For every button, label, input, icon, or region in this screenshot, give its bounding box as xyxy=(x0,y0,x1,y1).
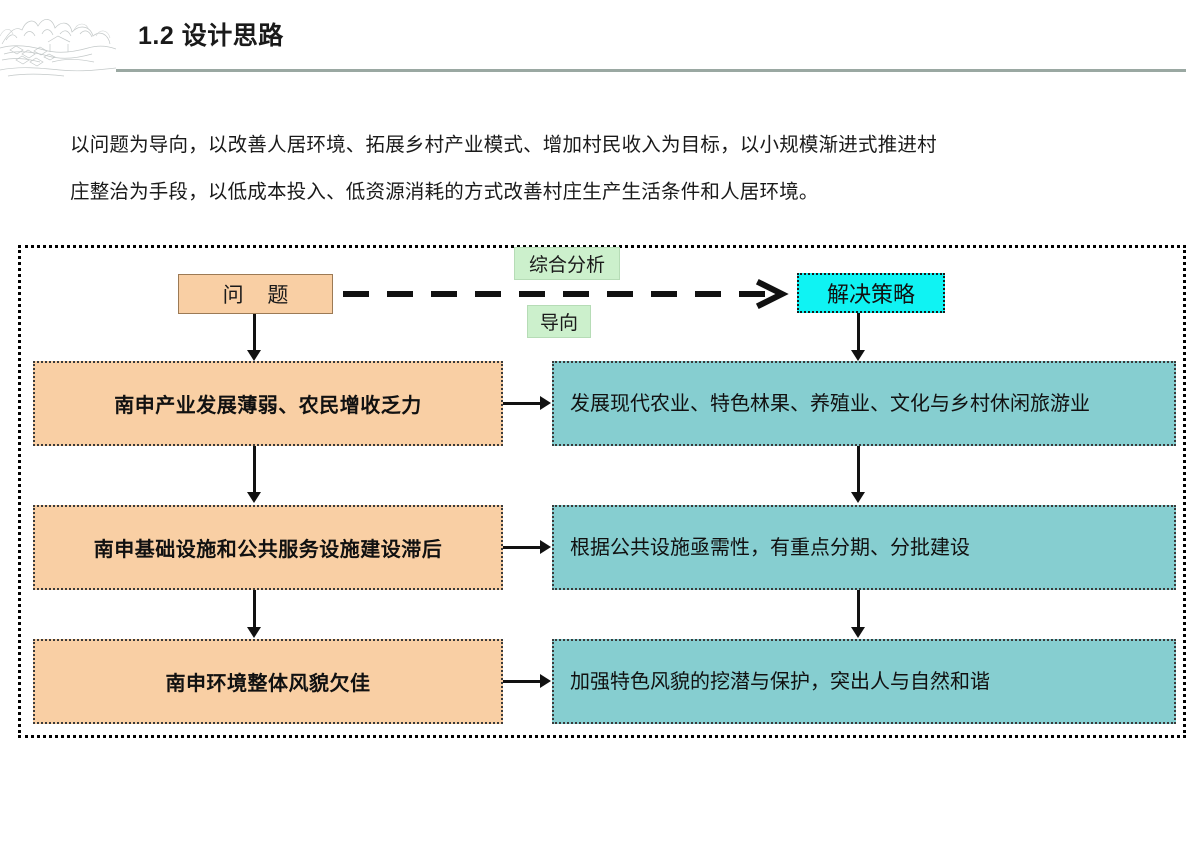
ink-landscape-sketch-icon xyxy=(0,0,116,86)
problem-box-2[interactable]: 南申基础设施和公共服务设施建设滞后 xyxy=(33,505,503,590)
strategy-box-1-label: 发展现代农业、特色林果、养殖业、文化与乡村休闲旅游业 xyxy=(570,392,1090,415)
tag-guidance: 导向 xyxy=(527,305,591,338)
intro-line-1: 以问题为导向，以改善人居环境、拓展乡村产业模式、增加村民收入为目标，以小规模渐进… xyxy=(70,134,937,156)
problem-box-3-label: 南申环境整体风貌欠佳 xyxy=(165,673,371,695)
strategy-box-2-label: 根据公共设施亟需性，有重点分期、分批建设 xyxy=(570,536,970,559)
intro-paragraph: 以问题为导向，以改善人居环境、拓展乡村产业模式、增加村民收入为目标，以小规模渐进… xyxy=(70,122,1180,216)
problem-box-1[interactable]: 南申产业发展薄弱、农民增收乏力 xyxy=(33,361,503,446)
strategy-box-2[interactable]: 根据公共设施亟需性，有重点分期、分批建设 xyxy=(552,505,1176,590)
problem-box-1-label: 南申产业发展薄弱、农民增收乏力 xyxy=(114,395,422,417)
strategy-box-3-label: 加强特色风貌的挖潜与保护，突出人与自然和谐 xyxy=(570,670,990,693)
intro-line-2: 庄整治为手段，以低成本投入、低资源消耗的方式改善村庄生产生活条件和人居环境。 xyxy=(70,181,819,203)
strategy-box-3[interactable]: 加强特色风貌的挖潜与保护，突出人与自然和谐 xyxy=(552,639,1176,724)
page-title: 1.2 设计思路 xyxy=(138,22,284,50)
dashed-connector-line xyxy=(343,291,773,297)
design-approach-diagram: 问 题 解决策略 综合分析 导向 南申产业发展薄弱、农民增收乏力 南申基础设施和… xyxy=(18,245,1186,738)
problem-header-node[interactable]: 问 题 xyxy=(178,274,333,314)
problem-box-2-label: 南申基础设施和公共服务设施建设滞后 xyxy=(93,539,443,561)
problem-header-label: 问 题 xyxy=(222,284,298,307)
strategy-header-node[interactable]: 解决策略 xyxy=(797,273,945,313)
problem-box-3[interactable]: 南申环境整体风貌欠佳 xyxy=(33,639,503,724)
strategy-box-1[interactable]: 发展现代农业、特色林果、养殖业、文化与乡村休闲旅游业 xyxy=(552,361,1176,446)
tag-comprehensive-analysis: 综合分析 xyxy=(514,247,620,280)
strategy-header-label: 解决策略 xyxy=(826,282,915,307)
dashed-connector-arrowhead xyxy=(755,277,790,311)
title-underline xyxy=(116,69,1186,72)
